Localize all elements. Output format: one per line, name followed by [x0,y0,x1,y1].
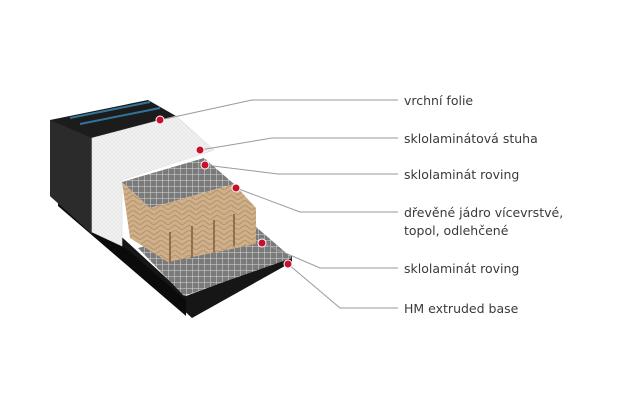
marker-top-sheet [155,115,165,125]
marker-wood-core [231,183,241,193]
callout-markers [155,115,293,269]
base-layer [58,190,292,318]
label-fiberglass-tape: sklolaminátová stuha [404,131,538,146]
label-roving-upper: sklolaminát roving [404,167,520,182]
fiberglass-tape-layer [91,115,215,247]
label-wood-core-line1: dřevěné jádro vícevrstvé, [404,205,564,220]
label-base: HM extruded base [404,301,519,316]
wood-core-grain [169,214,235,262]
label-wood-core-line2: topol, odlehčené [404,223,509,238]
label-roving-lower: sklolaminát roving [404,261,520,276]
marker-roving-upper [200,160,210,170]
top-sheet-graphic [69,101,161,125]
marker-roving-lower [257,238,267,248]
marker-fiberglass-tape [195,145,205,155]
marker-base [283,259,293,269]
upper-roving-layer [122,158,234,208]
label-top-sheet: vrchní folie [404,93,474,108]
leader-lines [159,99,398,309]
top-sheet-side [50,120,92,234]
wood-core-layer [122,182,256,262]
